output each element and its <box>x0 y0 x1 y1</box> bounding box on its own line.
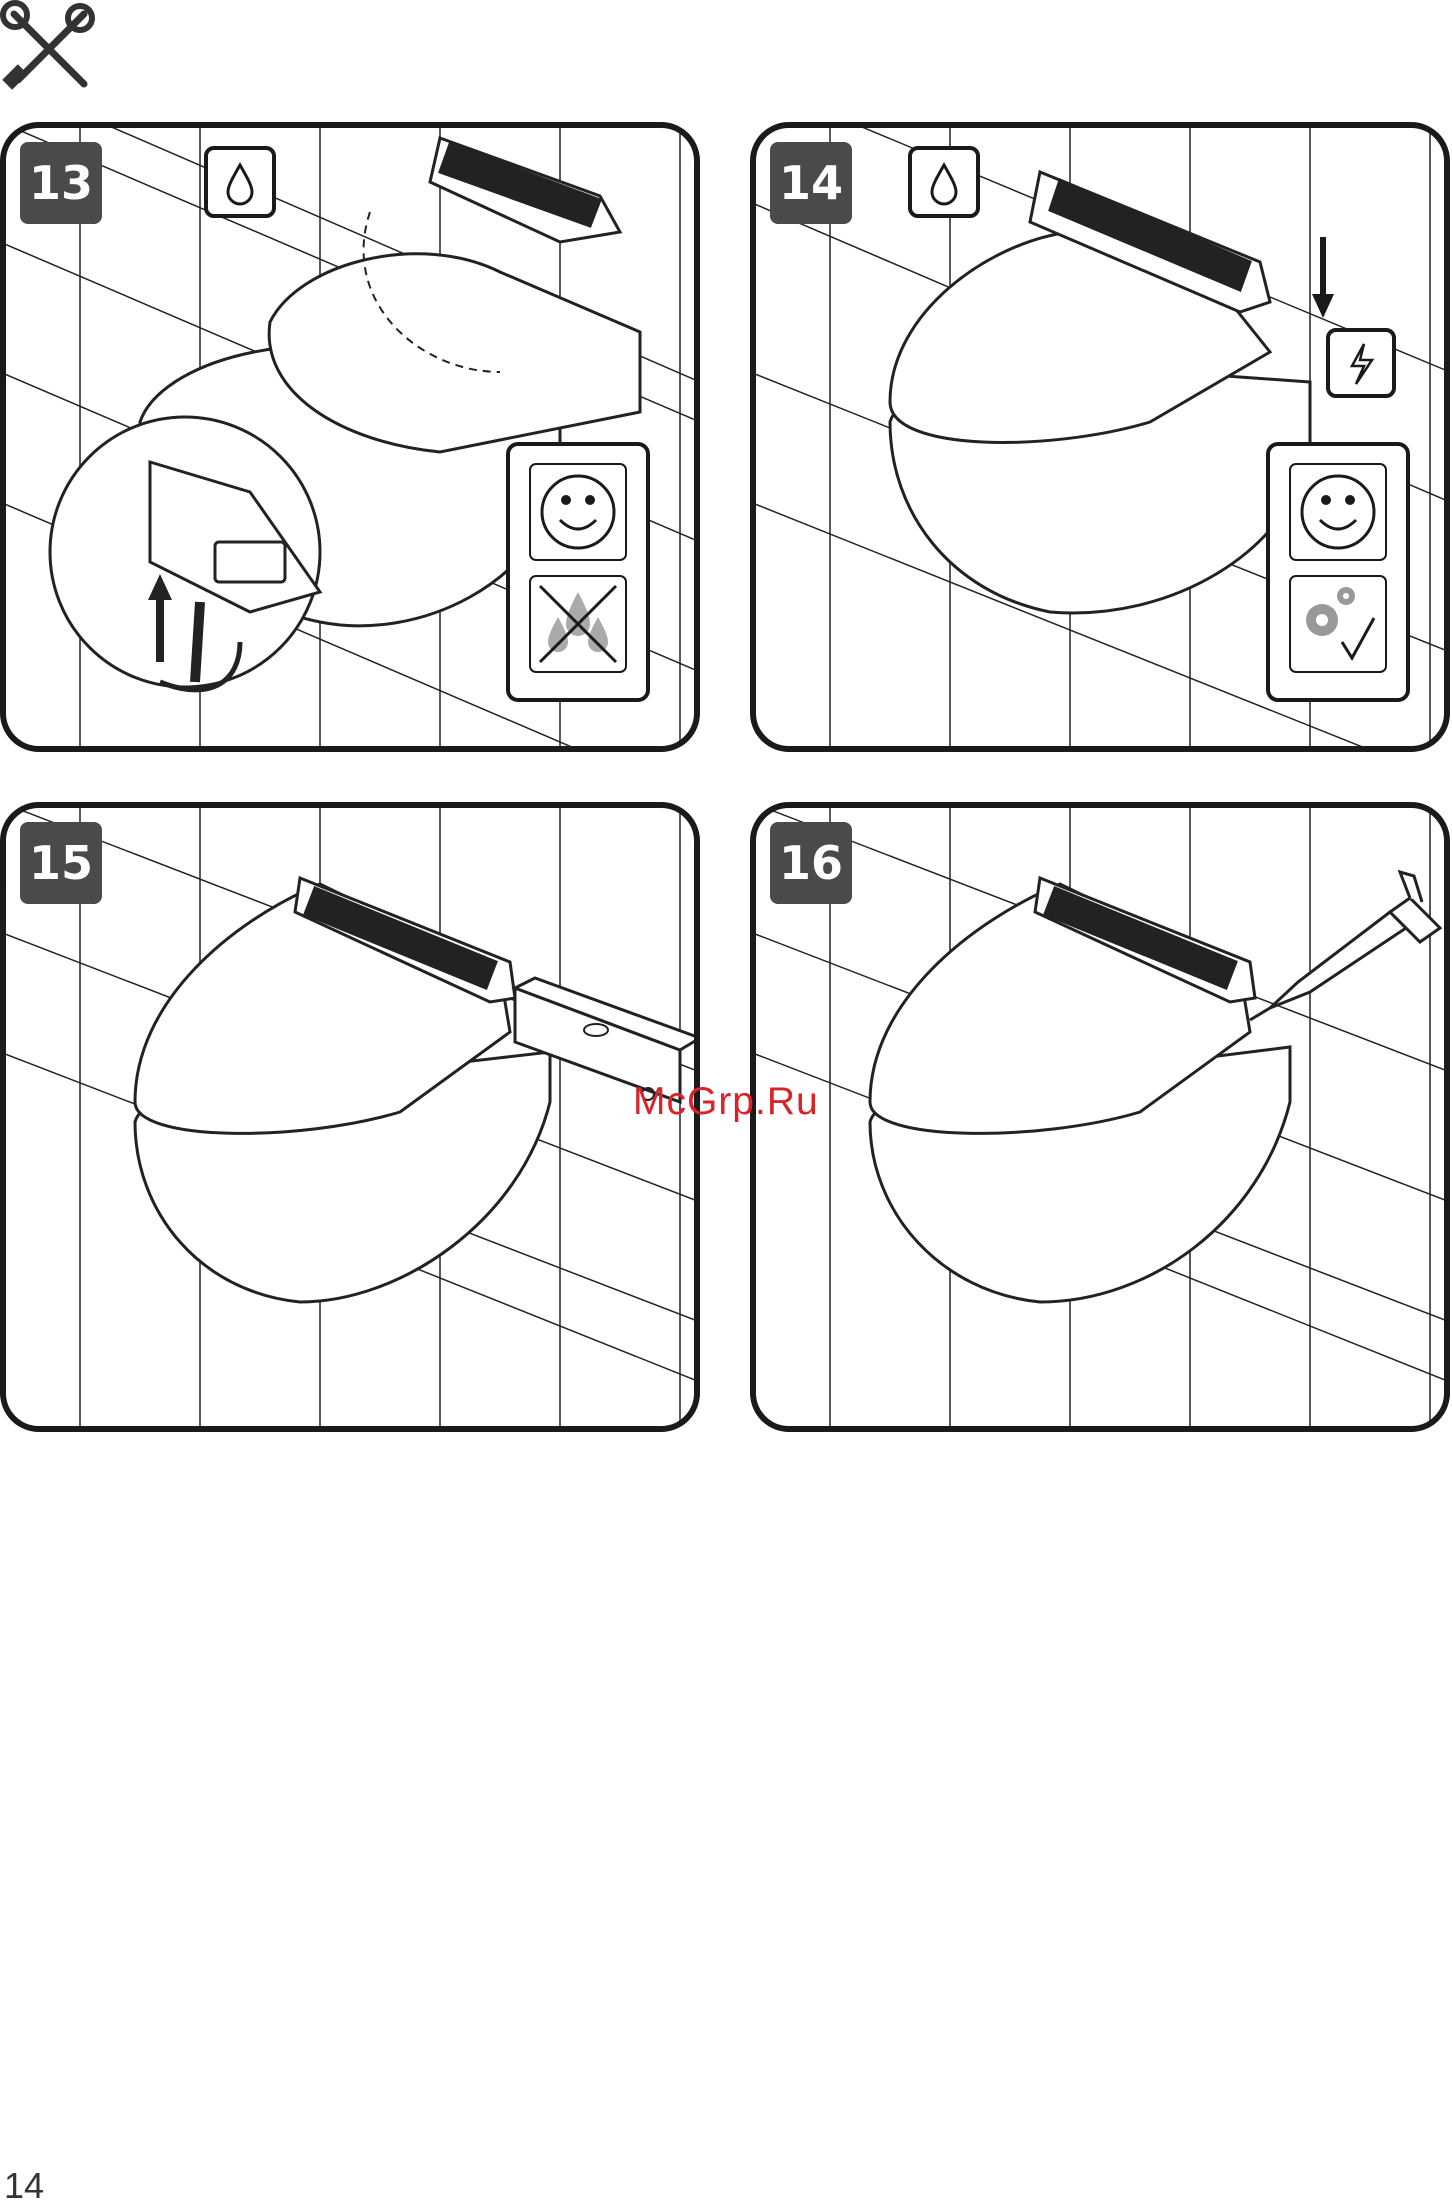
step-number-badge: 14 <box>770 142 852 224</box>
step-number-badge: 15 <box>20 822 102 904</box>
sealant-gun-icon <box>1250 872 1440 1020</box>
step-14-panel: 14 <box>750 122 1450 752</box>
settings-check-icon <box>1290 576 1386 672</box>
step-15-panel: 15 <box>0 802 700 1432</box>
step-13-panel: 13 <box>0 122 700 752</box>
power-icon <box>1328 330 1394 396</box>
watermark: McGrp.Ru <box>633 1080 819 1124</box>
wrench-screwdriver-icon <box>0 0 96 96</box>
water-drop-icon <box>206 148 274 216</box>
no-water-drips-icon <box>530 576 626 672</box>
step-number-badge: 13 <box>20 142 102 224</box>
smiley-icon <box>530 464 626 560</box>
step-number-badge: 16 <box>770 822 852 904</box>
smiley-icon <box>1290 464 1386 560</box>
page-number: 14 <box>4 2165 44 2207</box>
water-drop-icon <box>910 148 978 216</box>
step-16-panel: 16 <box>750 802 1450 1432</box>
